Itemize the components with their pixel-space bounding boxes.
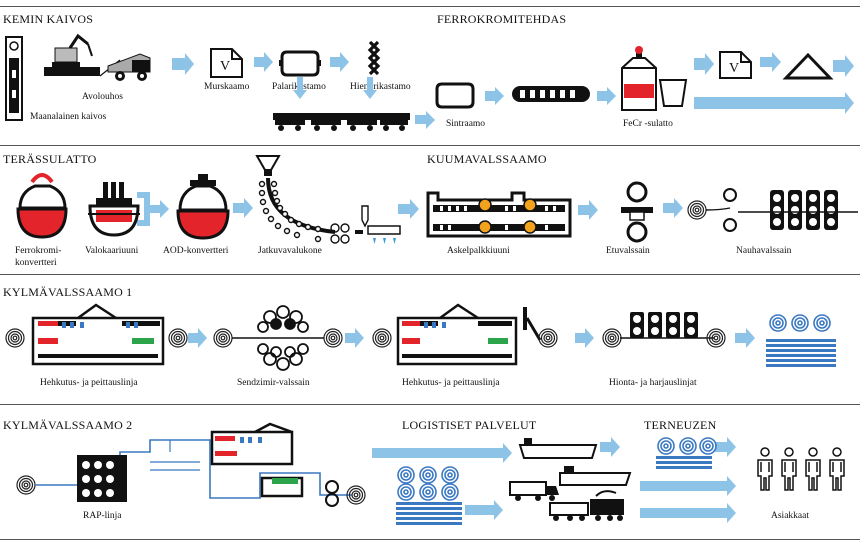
label-fecr-sulatto: FeCr -sulatto [623,119,673,129]
fecr-furnace-icon [621,46,688,111]
label-hienorikastamo: Hienorikastamo [350,82,411,92]
annealing-pickling-line-1-icon [5,303,188,366]
label-ferrokromikonvertteri-1: Ferrokromi- [15,246,62,256]
section-title-terneuzen: TERNEUZEN [644,418,717,432]
label-murskaamo: Murskaamo [204,82,250,92]
aod-converter-icon [176,174,230,240]
annealing-pickling-line-2-icon [372,303,558,366]
roughing-mill-icon [621,181,653,243]
section-title-kuumavalssaamo: KUUMAVALSSAAMO [427,152,547,166]
label-etuvalssain: Etuvalssain [606,246,650,256]
walking-beam-furnace-icon [426,191,572,238]
sendzimir-mill-icon [213,305,343,371]
label-avolouhos: Avolouhos [82,92,123,102]
lump-concentrator-icon [279,50,321,77]
underground-mine-icon [5,36,23,121]
section-divider [0,274,860,275]
ship-icon [518,438,632,486]
fecr-crusher-icon: V [719,51,752,79]
section-title-ferrokromitehdas: FERROKROMITEHDAS [437,12,567,26]
label-rap-linja: RAP-linja [83,511,122,521]
grinding-brushing-line-icon [602,312,726,348]
section-title-kemin-kaivos: KEMIN KAIVOS [3,12,94,26]
train-icon [549,490,624,521]
fine-concentrator-icon [367,40,381,76]
label-hehkutus-1: Hehkutus- ja peittauslinja [40,378,138,388]
label-jatkuvavalukone: Jatkuvavalukone [258,246,322,256]
label-maanalainen-kaivos: Maanalainen kaivos [30,112,107,122]
product-pile-icon [782,52,834,80]
fecr-v-letter: V [729,61,739,76]
ferrochrome-converter-icon [16,173,68,239]
strip-mill-icon [687,188,858,232]
section-title-kylmavalssaamo2: KYLMÄVALSSAAMO 2 [3,418,133,432]
label-ferrokromikonvertteri-2: konvertteri [15,258,57,268]
section-divider [0,6,860,7]
label-hehkutus-2: Hehkutus- ja peittauslinja [402,378,500,388]
sinter-belt-icon [512,86,590,102]
label-askelpalkkiuuni: Askelpalkkiuuni [447,246,510,256]
section-title-terassulatto: TERÄSSULATTO [3,152,97,166]
label-asiakkaat: Asiakkaat [771,511,809,521]
label-hionta: Hionta- ja harjauslinjat [609,378,697,388]
label-nauhavalssain: Nauhavalssain [736,246,792,256]
electric-arc-furnace-icon [88,182,140,237]
finished-coil-stack-icon [766,314,836,367]
crusher-icon: V [210,48,243,78]
section-title-logistiset-palvelut: LOGISTISET PALVELUT [402,418,537,432]
continuous-caster-icon [255,155,401,244]
section-title-kylmavalssaamo1: KYLMÄVALSSAAMO 1 [3,285,133,299]
section-divider [0,539,860,540]
flow-arrows [137,52,854,523]
logistics-coil-stack-icon [396,466,462,525]
terneuzen-coil-stack-icon [656,437,717,469]
truck-icon [509,481,559,501]
label-sendzimir: Sendzimir-valssain [237,378,310,388]
label-aod-konvertteri: AOD-konvertteri [163,246,229,256]
crusher-v-letter: V [220,59,230,74]
section-divider [0,145,860,146]
section-divider [0,404,860,405]
label-valokaariuuni: Valokaariuuni [85,246,139,256]
dump-truck-icon [107,53,151,81]
conveyor-wagons-icon [273,113,410,131]
label-sintraamo: Sintraamo [446,119,486,129]
sinter-plant-icon [435,82,475,109]
customers-icon [757,447,845,491]
rap-line-icon [16,422,366,507]
open-pit-excavator-icon [44,33,121,77]
